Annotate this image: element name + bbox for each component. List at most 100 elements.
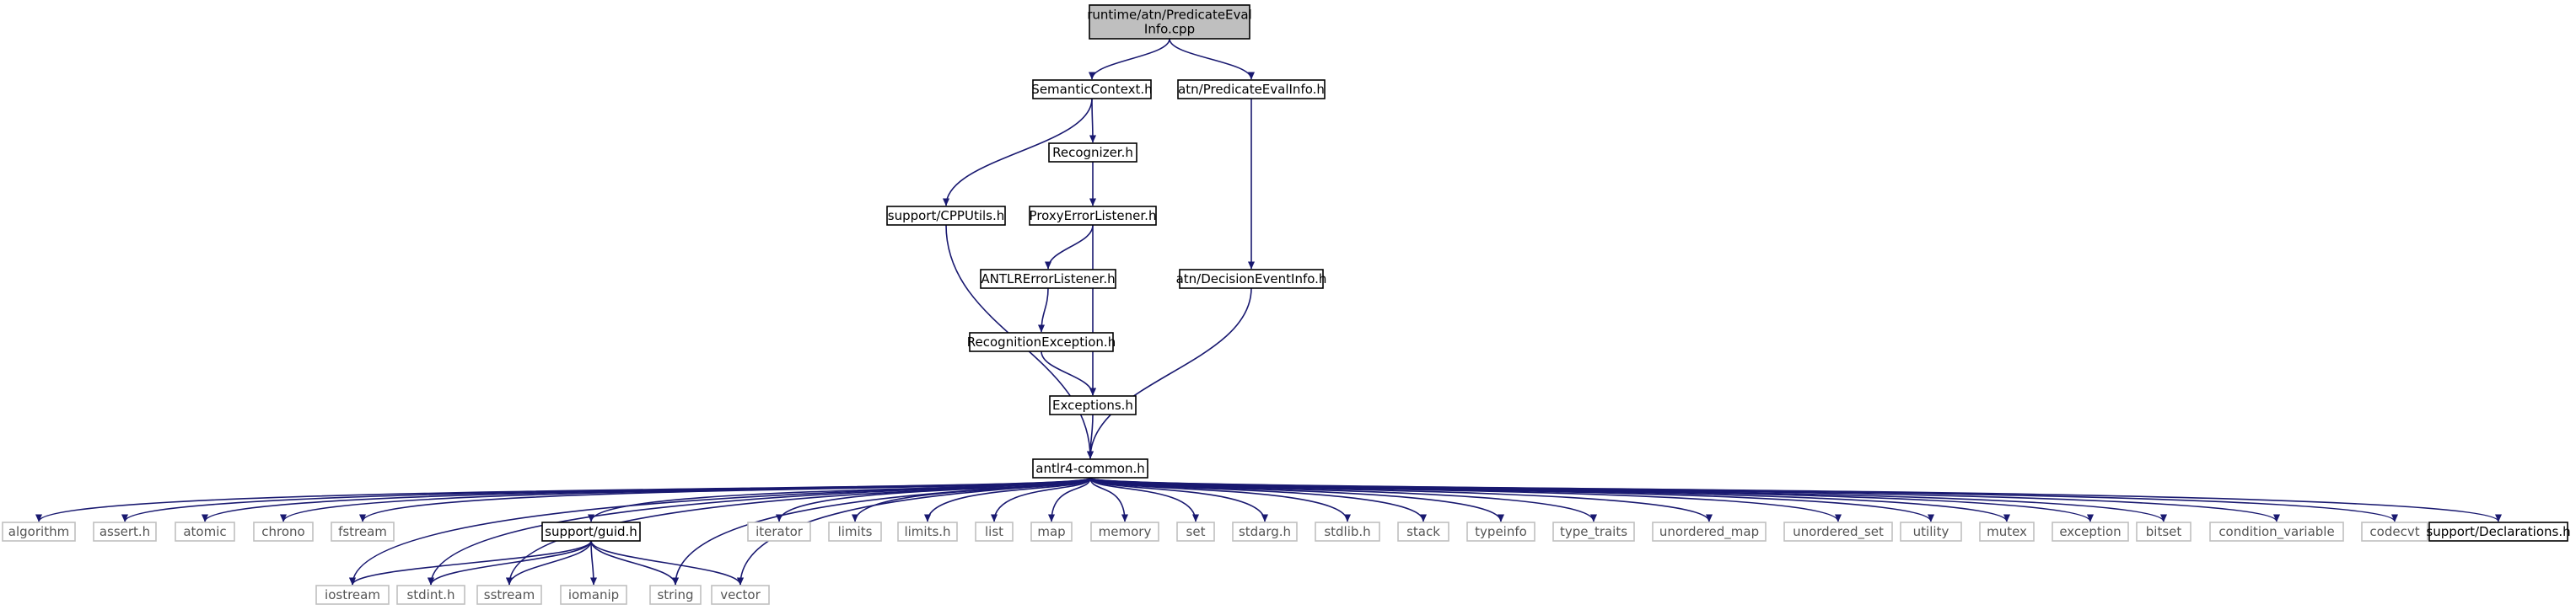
node-umap-label: unordered_map xyxy=(1659,524,1759,540)
node-vector: vector xyxy=(711,585,770,605)
node-set-label: set xyxy=(1186,524,1206,539)
node-condvar-label: condition_variable xyxy=(2218,524,2334,540)
node-stack-box xyxy=(1397,522,1449,542)
node-iterator-label: iterator xyxy=(756,524,804,539)
node-bitset-box xyxy=(2136,522,2191,542)
node-stdlib-box xyxy=(1315,522,1380,542)
node-guid[interactable]: support/guid.h xyxy=(541,522,641,542)
node-string: string xyxy=(649,585,702,605)
edge-semctx-to-recognizer xyxy=(1089,98,1097,143)
node-limits-label: limits xyxy=(838,524,873,539)
node-predinfo[interactable]: atn/PredicateEvalInfo.h xyxy=(1177,79,1326,99)
edge-semctx-to-cpputils xyxy=(942,98,1093,206)
node-predinfo-label: atn/PredicateEvalInfo.h xyxy=(1178,82,1325,97)
node-list: list xyxy=(975,522,1014,542)
node-limitsh-box xyxy=(897,522,958,542)
node-iterator: iterator xyxy=(747,522,811,542)
node-exceptions[interactable]: Exceptions.h xyxy=(1049,395,1137,415)
node-atomic-label: atomic xyxy=(183,524,226,539)
node-antlrerr[interactable]: ANTLRErrorListener.h xyxy=(980,269,1116,289)
node-iomanip-label: iomanip xyxy=(568,587,619,602)
node-stdint-label: stdint.h xyxy=(406,587,454,602)
node-typeinfo-box xyxy=(1466,522,1535,542)
node-semctx-label: SemanticContext.h xyxy=(1031,82,1152,97)
node-stdarg: stdarg.h xyxy=(1232,522,1298,542)
node-iostream-box xyxy=(315,585,390,605)
edge-common-to-memory xyxy=(1089,477,1129,522)
node-list-box xyxy=(975,522,1014,542)
node-decision[interactable]: atn/DecisionEventInfo.h xyxy=(1176,269,1327,289)
node-algorithm-box xyxy=(2,522,76,542)
node-atomic: atomic xyxy=(175,522,235,542)
node-exceptions-label: Exceptions.h xyxy=(1052,398,1133,413)
node-chrono-label: chrono xyxy=(261,524,304,539)
node-recexc[interactable]: RecognitionException.h xyxy=(967,332,1116,352)
node-root[interactable]: runtime/atn/PredicateEvalInfo.cpp xyxy=(1087,4,1252,40)
node-utility-box xyxy=(1900,522,1962,542)
node-chrono-box xyxy=(253,522,314,542)
node-proxy[interactable]: ProxyErrorListener.h xyxy=(1029,206,1157,226)
node-decl-box xyxy=(2428,522,2568,542)
node-semctx-box xyxy=(1032,79,1152,99)
node-exception-box xyxy=(2052,522,2129,542)
node-semctx[interactable]: SemanticContext.h xyxy=(1031,79,1153,99)
node-proxy-label: ProxyErrorListener.h xyxy=(1030,208,1157,223)
node-iterator-box xyxy=(747,522,811,542)
node-recexc-label: RecognitionException.h xyxy=(967,334,1116,350)
edge-common-to-set xyxy=(1089,477,1200,522)
node-condvar-box xyxy=(2209,522,2344,542)
node-codecvt-box xyxy=(2361,522,2428,542)
node-chrono: chrono xyxy=(253,522,314,542)
edge-common-to-limitsh xyxy=(923,477,1091,522)
node-decl[interactable]: support/Declarations.h xyxy=(2426,522,2571,542)
node-recognizer-box xyxy=(1048,142,1137,163)
edge-root-to-predinfo xyxy=(1169,38,1256,80)
node-stdlib: stdlib.h xyxy=(1315,522,1380,542)
node-map-box xyxy=(1030,522,1073,542)
node-bitset: bitset xyxy=(2136,522,2191,542)
edge-proxy-to-antlrerr xyxy=(1044,224,1094,270)
node-assert-label: assert.h xyxy=(99,524,150,539)
node-mutex-label: mutex xyxy=(1987,524,2027,539)
node-common[interactable]: antlr4-common.h xyxy=(1032,458,1148,479)
edge-common-to-map xyxy=(1047,477,1091,522)
edge-common-to-list xyxy=(990,477,1091,522)
edge-common-to-assert xyxy=(121,477,1091,522)
node-stdlib-label: stdlib.h xyxy=(1324,524,1370,539)
node-typetraits: type_traits xyxy=(1552,522,1635,542)
node-stdint-box xyxy=(396,585,465,605)
node-utility-label: utility xyxy=(1913,524,1949,539)
node-algorithm: algorithm xyxy=(2,522,76,542)
node-stdarg-label: stdarg.h xyxy=(1239,524,1291,539)
edge-exceptions-to-common xyxy=(1086,414,1094,459)
node-vector-label: vector xyxy=(720,587,761,602)
node-recexc-box xyxy=(969,332,1114,352)
node-mutex: mutex xyxy=(1979,522,2035,542)
node-memory-box xyxy=(1090,522,1159,542)
node-iostream-label: iostream xyxy=(325,587,380,602)
node-recognizer[interactable]: Recognizer.h xyxy=(1048,142,1137,163)
node-typetraits-box xyxy=(1552,522,1635,542)
node-antlrerr-label: ANTLRErrorListener.h xyxy=(981,271,1115,286)
edge-common-to-decl xyxy=(1089,477,2502,522)
node-proxy-box xyxy=(1029,206,1157,226)
node-guid-label: support/guid.h xyxy=(545,524,637,539)
node-bitset-label: bitset xyxy=(2146,524,2182,539)
node-limits: limits xyxy=(828,522,882,542)
node-fstream-box xyxy=(331,522,395,542)
node-exception-label: exception xyxy=(2059,524,2121,539)
edge-guid-to-sstream xyxy=(505,540,592,586)
node-codecvt: codecvt xyxy=(2361,522,2428,542)
node-algorithm-label: algorithm xyxy=(8,524,69,539)
edges-layer xyxy=(35,38,2502,586)
edge-decision-to-common xyxy=(1086,287,1252,459)
node-memory-label: memory xyxy=(1099,524,1152,539)
node-decl-label: support/Declarations.h xyxy=(2426,524,2570,539)
node-fstream-label: fstream xyxy=(338,524,387,539)
node-list-label: list xyxy=(985,524,1003,539)
edge-common-to-algorithm xyxy=(35,477,1091,522)
node-stdint: stdint.h xyxy=(396,585,465,605)
node-cpputils[interactable]: support/CPPUtils.h xyxy=(886,206,1006,226)
node-root-label: runtime/atn/PredicateEval xyxy=(1087,8,1252,23)
